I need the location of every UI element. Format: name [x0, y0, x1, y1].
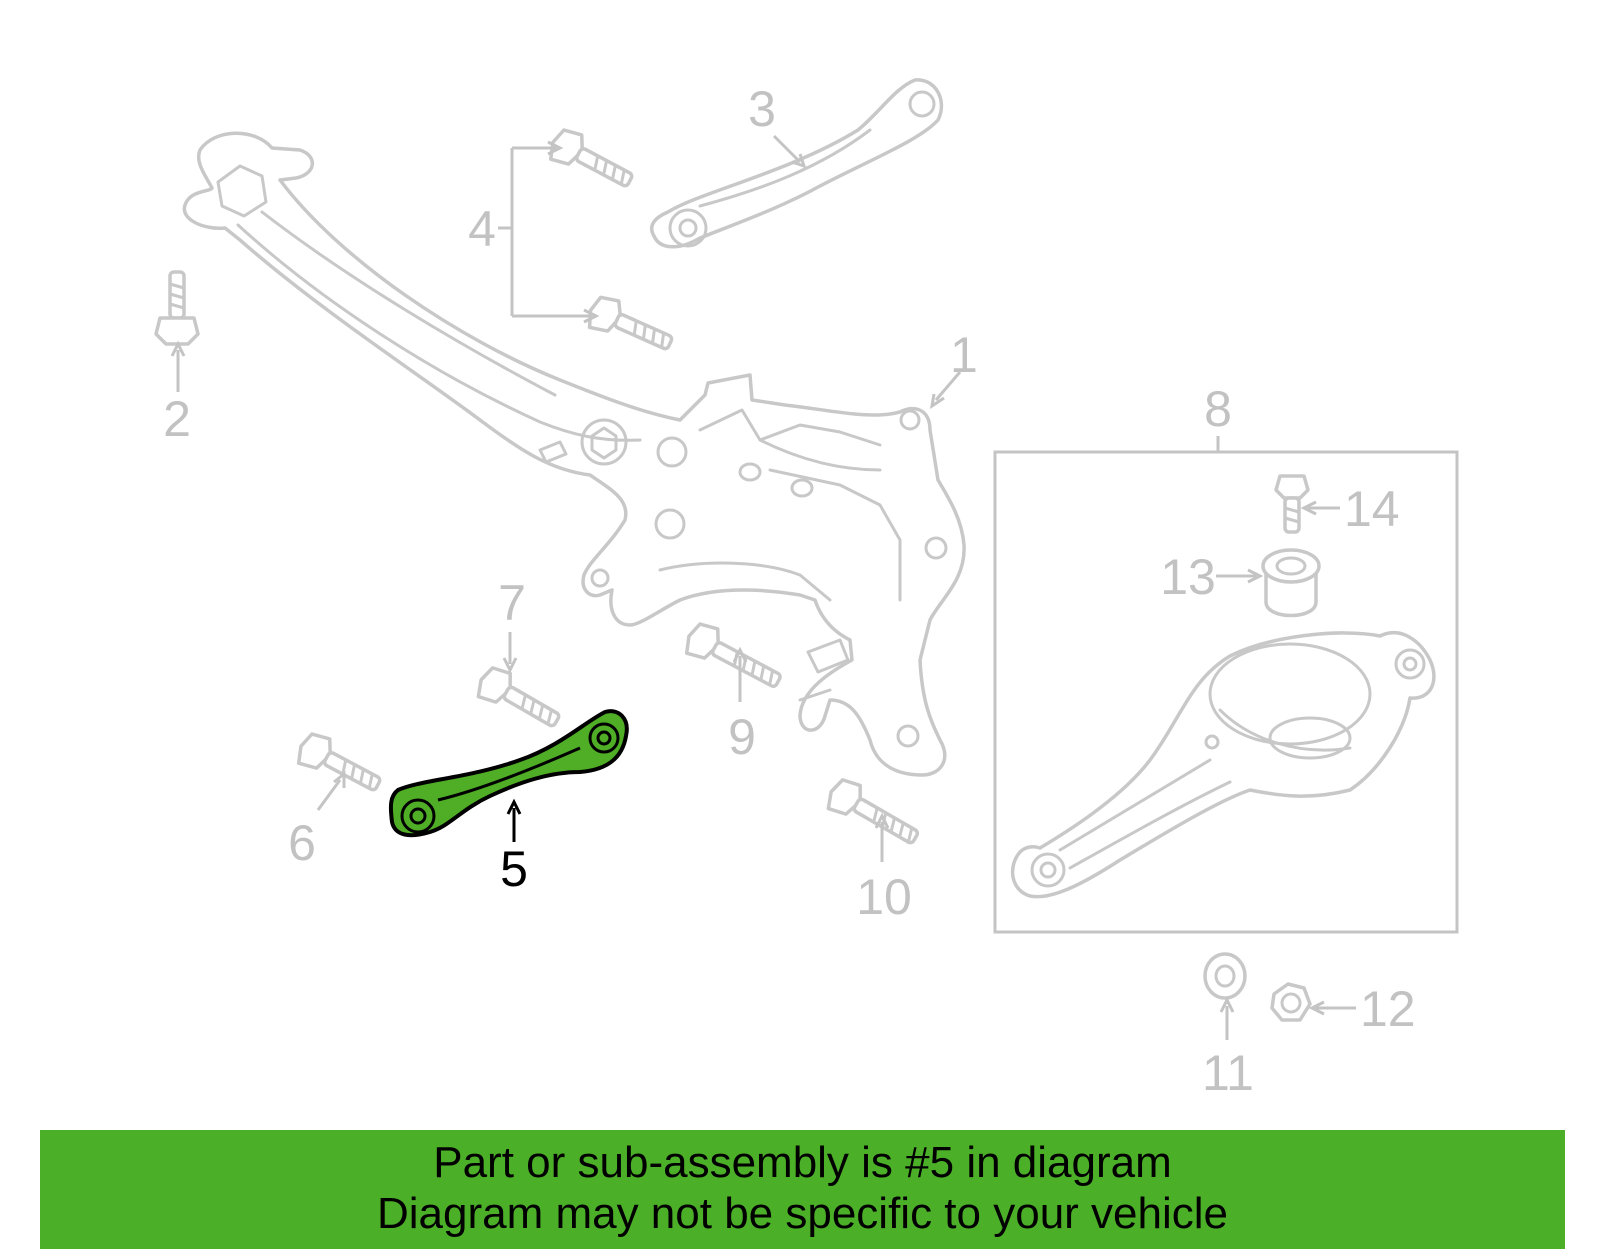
part-1-knuckle[interactable]	[182, 131, 966, 777]
part-8-assembly-box	[993, 450, 1459, 934]
part-11-washer[interactable]	[1203, 952, 1247, 1000]
callout-2: 2	[163, 391, 191, 447]
banner-line-2: Diagram may not be specific to your vehi…	[376, 1189, 1229, 1238]
info-banner: Part or sub-assembly is #5 in diagram Di…	[40, 1130, 1565, 1249]
part-6-bolt[interactable]	[293, 729, 386, 801]
part-2-bolt[interactable]	[154, 270, 200, 346]
callout-8: 8	[1204, 381, 1232, 437]
part-9-bolt[interactable]	[681, 619, 786, 698]
callout-5: 5	[500, 841, 528, 897]
callout-12: 12	[1360, 981, 1416, 1037]
parts-diagram: 1 2 3 4 5 6 7 8 9 10 11 12 13 14	[154, 78, 1459, 1101]
callout-1: 1	[950, 327, 978, 383]
callout-14: 14	[1344, 481, 1400, 537]
callout-7: 7	[498, 575, 526, 631]
part-13-bushing[interactable]	[1261, 548, 1321, 618]
part-10-bolt[interactable]	[823, 774, 924, 853]
part-7-bolt[interactable]	[473, 662, 565, 736]
part-12-nut[interactable]	[1270, 982, 1312, 1022]
callout-10: 10	[856, 869, 912, 925]
part-5-lower-link-highlighted[interactable]	[388, 709, 629, 838]
part-14-bolt[interactable]	[1274, 474, 1310, 534]
callout-6: 6	[288, 815, 316, 871]
callout-4: 4	[468, 201, 496, 257]
callout-13: 13	[1160, 549, 1216, 605]
leader-lines	[170, 134, 1356, 1040]
banner-line-1: Part or sub-assembly is #5 in diagram	[433, 1138, 1172, 1187]
callout-9: 9	[728, 709, 756, 765]
callout-11: 11	[1202, 1045, 1254, 1101]
callout-3: 3	[748, 81, 776, 137]
part-8-lower-arm[interactable]	[1010, 630, 1436, 899]
part-4-bolts[interactable]	[545, 125, 677, 360]
